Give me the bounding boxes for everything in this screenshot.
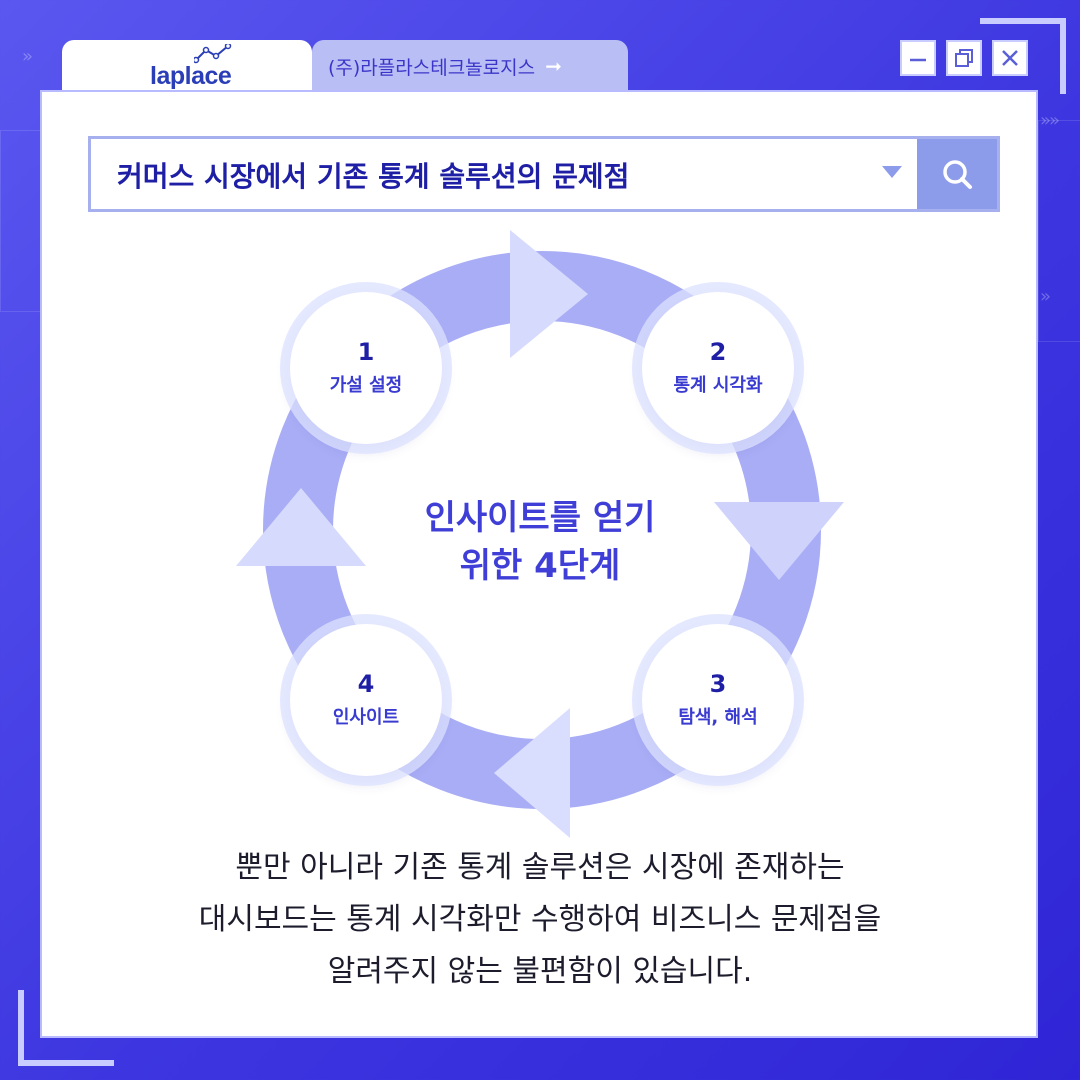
step-number: 1 xyxy=(357,337,375,366)
step-number: 2 xyxy=(709,337,727,366)
bg-chevrons: »» xyxy=(1040,110,1060,131)
arrow-head-right xyxy=(714,502,844,580)
tab-company-label: (주)라플라스테크놀로지스 xyxy=(328,56,536,79)
restore-button[interactable] xyxy=(946,40,982,76)
step-label: 인사이트 xyxy=(332,707,400,729)
close-icon xyxy=(1002,50,1018,66)
arrow-head-top xyxy=(510,230,588,358)
arrow-head-left xyxy=(236,488,366,566)
step-label: 통계 시각화 xyxy=(673,375,763,397)
step-4: 4 인사이트 xyxy=(290,624,442,776)
tab-laplace[interactable] xyxy=(62,40,312,96)
step-label: 탐색, 해석 xyxy=(678,707,758,729)
step-3: 3 탐색, 해석 xyxy=(642,624,794,776)
step-1: 1 가설 설정 xyxy=(290,292,442,444)
frame-corner-bottom-left xyxy=(18,990,114,1066)
step-label: 가설 설정 xyxy=(329,375,403,397)
description-text: 뿐만 아니라 기존 통계 솔루션은 시장에 존재하는 대시보드는 통계 시각화만… xyxy=(90,842,990,998)
description-line2: 대시보드는 통계 시각화만 수행하여 비즈니스 문제점을 xyxy=(198,902,882,937)
bg-chevrons: » xyxy=(1040,286,1051,307)
dropdown-caret-icon[interactable] xyxy=(881,165,903,179)
step-number: 3 xyxy=(709,669,727,698)
arrow-head-bottom xyxy=(494,708,570,838)
minimize-icon xyxy=(910,58,926,62)
search-bar[interactable]: 커머스 시장에서 기존 통계 솔루션의 문제점 xyxy=(88,136,1000,212)
search-query[interactable]: 커머스 시장에서 기존 통계 솔루션의 문제점 xyxy=(117,160,630,193)
logo-trend-icon xyxy=(194,44,232,64)
center-title-line1: 인사이트를 얻기 xyxy=(424,498,656,538)
bg-circuit-line xyxy=(1038,120,1080,342)
step-2: 2 통계 시각화 xyxy=(642,292,794,444)
content-window xyxy=(40,90,1038,1038)
bg-chevrons: » xyxy=(22,46,33,67)
minimize-button[interactable] xyxy=(900,40,936,76)
frame-corner-top-right xyxy=(980,18,1066,94)
step-number: 4 xyxy=(357,669,375,698)
cycle-center-title: 인사이트를 얻기 위한 4단계 xyxy=(340,494,740,590)
tab-company[interactable]: (주)라플라스테크놀로지스 ➞ xyxy=(312,40,628,92)
description-line3: 알려주지 않는 불편함이 있습니다. xyxy=(327,954,753,989)
search-button[interactable] xyxy=(917,139,997,209)
arrow-right-icon: ➞ xyxy=(545,54,562,78)
center-title-line2: 위한 4단계 xyxy=(459,546,621,586)
search-icon xyxy=(943,160,972,189)
close-button[interactable] xyxy=(992,40,1028,76)
laplace-logo: laplace xyxy=(150,62,232,90)
description-line1: 뿐만 아니라 기존 통계 솔루션은 시장에 존재하는 xyxy=(235,850,845,885)
restore-icon xyxy=(955,49,973,67)
